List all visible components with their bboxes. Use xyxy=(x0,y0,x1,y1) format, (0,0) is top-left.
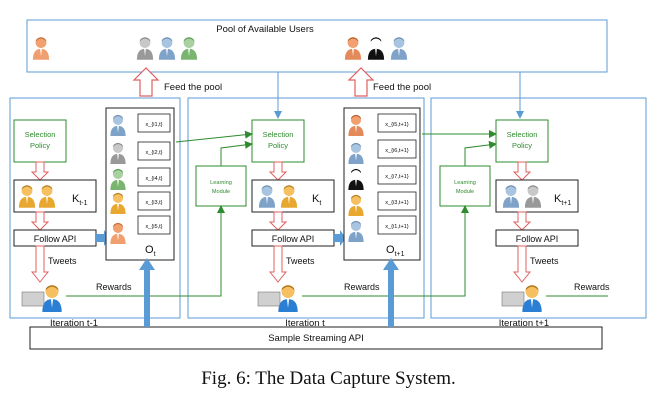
iteration-label: Iteration t+1 xyxy=(499,318,549,329)
feature-label: x_{i3,t+1} xyxy=(385,200,409,206)
learning-module-box xyxy=(195,165,247,207)
figure-caption: Fig. 6: The Data Capture System. xyxy=(201,368,456,389)
feature-label: x_{i7,t+1} xyxy=(385,174,409,180)
feed-pool-label-middle: Feed the pool xyxy=(373,82,431,93)
tweets-label: Tweets xyxy=(48,256,77,266)
output-rows: x_{i5,t+1} x_{i6,t+1} x_{i7,t+1} x_{i3,t… xyxy=(348,113,417,242)
down-arrow xyxy=(268,211,288,231)
selection-policy-box xyxy=(251,119,305,163)
observer-icon xyxy=(501,285,542,312)
learning-module-label: Module xyxy=(456,189,474,195)
selection-policy-box xyxy=(13,119,67,163)
iteration-label: Iteration t xyxy=(285,318,325,329)
learning-to-selection-arrow xyxy=(464,140,497,166)
learning-to-selection-arrow xyxy=(220,140,253,166)
learning-module-box xyxy=(439,165,491,207)
output-rows: x_{i1,t} x_{i2,t} x_{i4,t} x_{i3,t} x_{i… xyxy=(110,113,171,244)
iteration-frame-middle xyxy=(187,97,425,319)
stream-arrow xyxy=(139,258,155,327)
feature-label: x_{i1,t} xyxy=(145,122,162,128)
output-to-selection-arrow xyxy=(175,130,253,143)
rewards-label: Rewards xyxy=(344,282,380,292)
feature-label: x_{i1,t+1} xyxy=(385,224,409,230)
observer-icon xyxy=(257,285,298,312)
rewards-line xyxy=(302,205,469,297)
streaming-api-box xyxy=(29,326,603,350)
selection-policy-label: Selection xyxy=(263,130,294,139)
tweets-arrow xyxy=(268,245,288,283)
pool-title: Pool of Available Users xyxy=(216,24,314,35)
selection-policy-box xyxy=(495,119,549,163)
observer-icon xyxy=(21,285,62,312)
feature-label: x_{i2,t} xyxy=(145,150,162,156)
feed-pool-arrow-middle xyxy=(347,67,375,97)
feed-pool-label-left: Feed the pool xyxy=(164,82,222,93)
feature-label: x_{i6,t+1} xyxy=(385,148,409,154)
k-label: Kt+1 xyxy=(554,193,571,207)
tweets-arrow xyxy=(30,245,50,283)
learning-module-label: Module xyxy=(212,189,230,195)
learning-module-label: Learning xyxy=(454,180,476,186)
stream-arrow xyxy=(383,258,399,327)
selection-policy-label: Policy xyxy=(30,141,50,150)
tweets-label: Tweets xyxy=(286,256,315,266)
selection-policy-label: Policy xyxy=(512,141,532,150)
k-label: Kt xyxy=(312,193,321,207)
streaming-api-label: Sample Streaming API xyxy=(268,333,364,344)
learning-module-label: Learning xyxy=(210,180,232,186)
tweets-arrow xyxy=(512,245,532,283)
selection-policy-label: Selection xyxy=(25,130,56,139)
pool-box xyxy=(26,19,608,73)
down-arrow xyxy=(30,211,50,231)
rewards-label: Rewards xyxy=(96,282,132,292)
feature-label: x_{i3,t} xyxy=(145,200,162,206)
iteration-label: Iteration t-1 xyxy=(50,318,98,329)
o-label: Ot xyxy=(145,244,156,258)
down-arrow xyxy=(512,161,532,181)
down-arrow xyxy=(512,211,532,231)
down-arrow xyxy=(268,161,288,181)
tweets-label: Tweets xyxy=(530,256,559,266)
selection-policy-label: Policy xyxy=(268,141,288,150)
feature-label: x_{i4,t} xyxy=(145,176,162,182)
selection-policy-label: Selection xyxy=(507,130,538,139)
k-label: Kt-1 xyxy=(72,193,88,207)
follow-api-label: Follow API xyxy=(34,234,77,244)
feed-pool-arrow-left xyxy=(132,67,160,97)
feature-label: x_{i5,t} xyxy=(145,224,162,230)
down-arrow xyxy=(30,161,50,181)
iteration-frame-left xyxy=(9,97,181,319)
rewards-label: Rewards xyxy=(574,282,610,292)
follow-api-label: Follow API xyxy=(516,234,559,244)
o-label: Ot+1 xyxy=(386,244,405,258)
follow-api-box xyxy=(495,229,579,247)
follow-api-label: Follow API xyxy=(272,234,315,244)
feature-label: x_{i5,t+1} xyxy=(385,122,409,128)
iteration-frame-right xyxy=(430,97,647,319)
follow-to-output-arrow xyxy=(334,230,346,246)
rewards-line xyxy=(66,205,225,297)
